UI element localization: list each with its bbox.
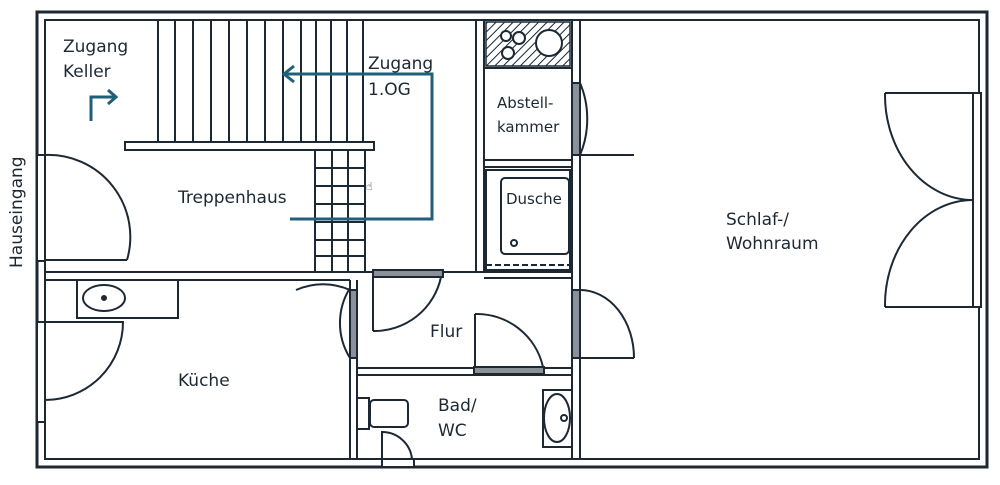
cellar-arrow [89,88,119,121]
bath-sink [542,389,573,448]
terrace-door [883,92,982,308]
label-zugang-og-2: 1.OG [368,80,411,100]
stairs-lower [314,149,366,273]
bath-window [381,430,415,468]
label-abstellkammer-1: Abstell- [497,94,553,112]
label-bad-1: Bad/ [438,396,477,416]
label-zugang-og-1: Zugang [368,54,433,74]
label-zugang-keller-1: Zugang [63,37,128,57]
toilet [356,397,409,430]
storage-door [571,82,634,156]
stair-arrow [281,64,434,221]
label-zugang-keller-2: Keller [63,62,111,82]
stairs-upper [124,20,375,151]
label-dusche: Dusche [506,190,562,208]
stairhall-door [372,269,444,333]
label-kueche: Küche [178,371,230,391]
label-flur: Flur [430,322,462,342]
entrance-door [36,153,132,262]
kitchen-door-outside [36,321,125,423]
label-abstellkammer-2: kammer [497,118,560,136]
label-hauseingang: Hauseingang [7,156,27,268]
bath-door [473,312,545,375]
kitchen-door [295,283,358,359]
label-schlafraum-2: Wohnraum [726,234,819,254]
kitchen-sink [76,279,179,319]
label-bad-2: WC [438,421,467,441]
shower [485,169,571,271]
label-schlafraum-1: Schlaf-/ [726,210,789,230]
chimney-circles [500,29,563,60]
cursor-icon: ☝ [366,180,373,193]
bedroom-door [571,289,635,359]
label-treppenhaus: Treppenhaus [177,188,287,208]
